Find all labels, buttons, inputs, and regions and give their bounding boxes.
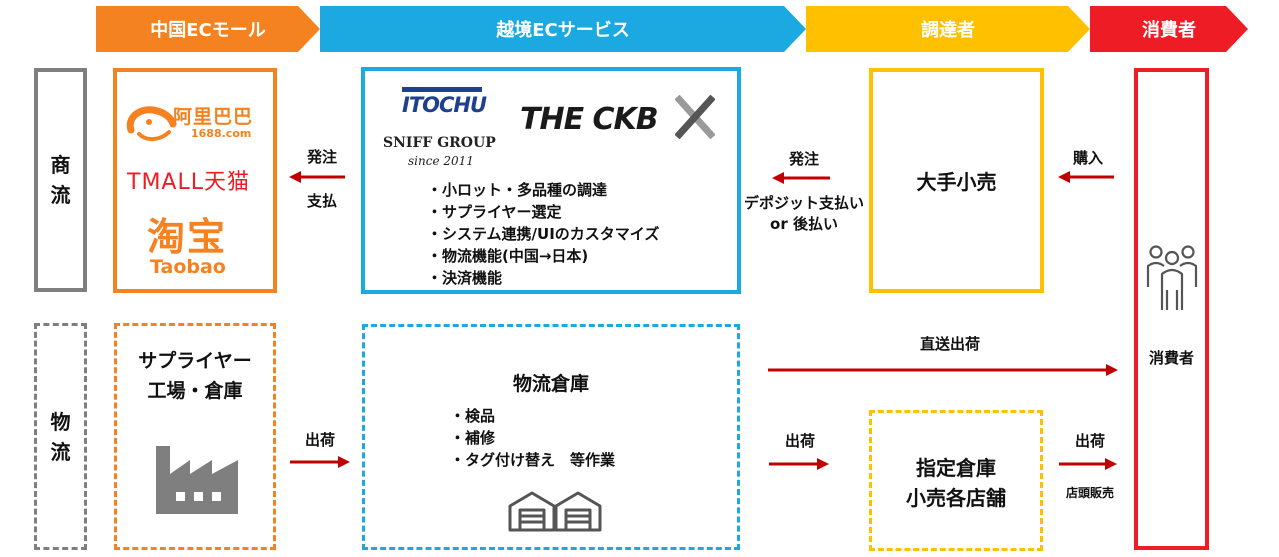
alibaba-smile-icon	[126, 106, 177, 141]
itochu-logo-text: ITOCHU	[402, 93, 487, 117]
logistics-warehouse-box: 物流倉庫 ・検品 ・補修 ・タグ付け替え 等作業	[362, 324, 740, 550]
right-arrow-icon	[768, 364, 1118, 376]
sniff-since-text: since 2011	[408, 154, 474, 168]
direct-shipping-label: 直送出荷	[919, 335, 980, 353]
left-arrow-icon	[772, 172, 830, 184]
warehouse-title: 物流倉庫	[512, 373, 589, 395]
stage-label: 中国ECモール	[150, 20, 266, 41]
service-bullet: ・サプライヤー選定	[427, 203, 562, 221]
row-label-char: 流	[50, 439, 71, 464]
left-arrow-icon	[289, 171, 345, 183]
ship-label-3: 出荷	[1074, 432, 1105, 450]
payment-terms-label: デポジット支払い or 後払い	[736, 193, 872, 235]
order-label-1: 発注	[306, 148, 337, 166]
stage-cross-border-ec: 越境ECサービス	[320, 6, 806, 52]
china-ec-mall-box: 阿里巴巴 1688.com TMALL天猫 淘宝 Taobao	[113, 68, 277, 293]
row-label-char: 商	[50, 153, 71, 177]
designated-line: 指定倉庫	[916, 456, 996, 480]
procurer-box: 大手小売	[869, 68, 1044, 293]
pay-label-1: 支払	[306, 192, 337, 210]
payment-terms-line: デポジット支払い	[743, 194, 864, 212]
consumer-label: 消費者	[1148, 349, 1194, 367]
order-label-2: 発注	[788, 150, 819, 168]
right-arrow-icon	[1059, 458, 1117, 470]
itochu-logo: ITOCHU	[402, 87, 487, 121]
alibaba-logo: 阿里巴巴 1688.com	[125, 102, 275, 146]
designated-warehouse-box: 指定倉庫 小売各店舗	[869, 410, 1043, 551]
store-sale-label: 店頭販売	[1065, 486, 1114, 500]
supplier-title: サプライヤー 工場・倉庫	[117, 346, 273, 406]
procurer-label: 大手小売	[916, 170, 997, 194]
people-group-icon	[1146, 245, 1198, 310]
consumer-box: 消費者	[1134, 68, 1209, 550]
service-bullet: ・システム連携/UIのカスタマイズ	[427, 225, 660, 243]
supplier-line: 工場・倉庫	[147, 380, 243, 402]
taobao-main-text: 淘宝	[147, 215, 228, 259]
the-ckb-logo: THE CKB	[520, 102, 659, 137]
row-label-char: 流	[50, 183, 71, 207]
ckb-x-mark-icon	[675, 95, 715, 139]
sniff-group-logo: SNIFF GROUP	[383, 135, 496, 151]
left-arrow-icon	[1058, 171, 1114, 183]
ship-label-1: 出荷	[304, 431, 335, 449]
stage-label: 調達者	[921, 20, 975, 41]
alibaba-sub-text: 1688.com	[191, 127, 252, 140]
ship-label-2: 出荷	[784, 432, 815, 450]
designated-title: 指定倉庫 小売各店舗	[872, 453, 1040, 513]
row-label-commerce: 商 流	[34, 68, 87, 292]
warehouse-bullet-list: ・検品 ・補修 ・タグ付け替え 等作業	[450, 405, 615, 471]
stage-label: 消費者	[1142, 20, 1196, 41]
cross-border-ec-box: ITOCHU THE CKB SNIFF GROUP since 2011 ・小…	[361, 67, 741, 294]
warehouse-icon	[508, 491, 602, 532]
stage-consumer: 消費者	[1090, 6, 1248, 52]
row-label-logistics: 物 流	[34, 323, 87, 550]
service-bullet: ・物流機能(中国→日本)	[427, 247, 589, 265]
designated-line: 小売各店舗	[906, 486, 1006, 510]
row-label-char: 物	[50, 409, 71, 434]
supplier-box: サプライヤー 工場・倉庫	[114, 323, 276, 550]
tmall-logo: TMALL天猫	[127, 170, 250, 195]
right-arrow-icon	[769, 458, 829, 470]
service-bullet: ・小ロット・多品種の調達	[427, 181, 608, 199]
warehouse-bullet: ・検品	[450, 407, 496, 425]
factory-icon	[156, 446, 238, 514]
right-arrow-icon	[290, 456, 350, 468]
warehouse-bullet: ・タグ付け替え 等作業	[450, 451, 616, 469]
stage-label: 越境ECサービス	[496, 20, 630, 41]
purchase-label: 購入	[1072, 149, 1103, 167]
warehouse-bullet: ・補修	[450, 429, 496, 447]
taobao-sub-text: Taobao	[150, 256, 226, 278]
service-bullet: ・決済機能	[427, 269, 503, 287]
stage-china-ec-mall: 中国ECモール	[96, 6, 320, 52]
payment-terms-line: or 後払い	[770, 215, 838, 233]
service-bullet-list: ・小ロット・多品種の調達 ・サプライヤー選定 ・システム連携/UIのカスタマイズ…	[427, 179, 659, 289]
supplier-line: サプライヤー	[138, 350, 252, 372]
stage-procurer: 調達者	[806, 6, 1090, 52]
alibaba-main-text: 阿里巴巴	[173, 106, 254, 128]
